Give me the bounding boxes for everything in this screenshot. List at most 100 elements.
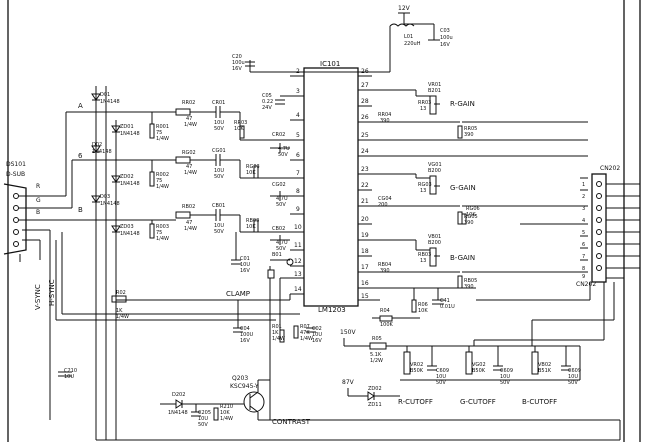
svg-text:R-GAIN: R-GAIN (450, 100, 475, 108)
svg-text:CB01: CB01 (212, 203, 225, 209)
svg-text:6: 6 (582, 242, 585, 248)
svg-text:ZD01: ZD01 (120, 124, 134, 130)
svg-text:C41: C41 (440, 298, 450, 304)
h-sync-label: H-SYNC (48, 279, 56, 306)
svg-text:10U: 10U (214, 223, 224, 229)
svg-text:19: 19 (361, 232, 369, 239)
svg-text:8: 8 (296, 188, 300, 195)
svg-text:CR02: CR02 (272, 132, 285, 138)
svg-text:50V: 50V (214, 126, 224, 132)
svg-text:D03: D03 (100, 194, 110, 200)
svg-text:ZD02: ZD02 (368, 386, 382, 392)
svg-text:D202: D202 (172, 392, 185, 398)
capacitor-c210: C210 10U (58, 368, 77, 380)
svg-text:VG02: VG02 (472, 362, 486, 368)
v-sync-label: V-SYNC (34, 284, 42, 310)
svg-text:RR03: RR03 (234, 120, 247, 126)
svg-text:1N4148: 1N4148 (120, 131, 140, 137)
svg-text:28: 28 (361, 98, 369, 105)
svg-text:100u: 100u (440, 35, 453, 41)
svg-text:12: 12 (294, 258, 302, 265)
svg-text:26: 26 (361, 68, 369, 75)
svg-text:RB03: RB03 (418, 252, 431, 258)
svg-text:RB02: RB02 (182, 204, 195, 210)
clamp-net: CLAMP R02 1K 1/4W (111, 290, 291, 320)
svg-text:C05: C05 (262, 93, 272, 99)
capacitor-c02: C02 10U 16V (306, 326, 322, 344)
svg-text:1/4W: 1/4W (184, 226, 197, 232)
svg-text:D01: D01 (100, 92, 110, 98)
svg-text:13: 13 (420, 106, 426, 112)
svg-text:50V: 50V (198, 422, 208, 428)
svg-text:16V: 16V (232, 66, 242, 72)
svg-text:1/4W: 1/4W (220, 416, 233, 422)
resistor-r210: R210 10K 1/4W (213, 404, 233, 422)
capacitor-c205: C205 10U 50V (191, 404, 211, 428)
svg-text:B: B (36, 209, 40, 216)
svg-text:1/4W: 1/4W (272, 336, 285, 342)
svg-text:C609: C609 (500, 368, 513, 374)
svg-text:CR01: CR01 (212, 100, 225, 106)
svg-text:50V: 50V (568, 380, 578, 386)
svg-text:3: 3 (296, 88, 300, 95)
svg-text:23: 23 (361, 166, 369, 173)
resistor-rr03: RR03 10K (234, 120, 247, 139)
svg-text:B01: B01 (272, 252, 282, 258)
svg-text:RG03: RG03 (418, 182, 432, 188)
svg-text:1/4W: 1/4W (156, 236, 169, 242)
svg-text:4.7U: 4.7U (276, 196, 288, 202)
capacitor-c41: C41 0.01U (432, 288, 455, 310)
svg-text:10K: 10K (466, 212, 476, 218)
svg-text:R: R (36, 183, 40, 190)
svg-text:R06: R06 (418, 302, 428, 308)
svg-text:1: 1 (582, 182, 585, 188)
svg-text:B51K: B51K (538, 368, 552, 374)
red-input-path: RR02 47 1/4W CR01 10U 50V (130, 100, 290, 141)
svg-text:50V: 50V (278, 152, 288, 158)
svg-text:10K: 10K (246, 170, 256, 176)
svg-text:9: 9 (582, 274, 585, 280)
svg-text:0.22: 0.22 (262, 99, 273, 105)
svg-text:RR05: RR05 (464, 126, 477, 132)
capacitor-cr02: CR02 4.7U 50V (270, 132, 290, 158)
svg-text:CG04: CG04 (378, 196, 392, 202)
svg-text:C609: C609 (568, 368, 581, 374)
svg-text:20: 20 (361, 216, 369, 223)
svg-text:A: A (78, 102, 83, 110)
resistor-r003: R003 75 1/4W (149, 220, 169, 242)
svg-text:13: 13 (420, 188, 426, 194)
svg-text:50V: 50V (276, 246, 286, 252)
svg-text:1/4W: 1/4W (156, 136, 169, 142)
svg-text:1N4148: 1N4148 (100, 99, 120, 105)
svg-text:G-CUTOFF: G-CUTOFF (460, 398, 496, 406)
green-input-path: RG02 47 1/4W CG01 10U 50V (130, 148, 290, 180)
svg-text:0.01U: 0.01U (440, 304, 455, 310)
svg-text:10U: 10U (240, 262, 250, 268)
svg-text:B50K: B50K (472, 368, 486, 374)
svg-text:150V: 150V (340, 329, 356, 336)
dsub-connector: DS101 D-SUB R G B (3, 161, 66, 420)
svg-text:R-CUTOFF: R-CUTOFF (398, 398, 433, 406)
svg-text:R210: R210 (220, 404, 233, 410)
svg-text:1N4148: 1N4148 (100, 201, 120, 207)
svg-text:75: 75 (156, 230, 162, 236)
svg-text:1/4W: 1/4W (300, 336, 313, 342)
svg-text:50V: 50V (276, 202, 286, 208)
svg-text:D-SUB: D-SUB (6, 171, 25, 178)
svg-text:R02: R02 (116, 290, 126, 296)
svg-text:16V: 16V (312, 338, 322, 344)
svg-text:4: 4 (582, 218, 585, 224)
svg-text:RB03: RB03 (246, 218, 259, 224)
svg-text:100u: 100u (232, 60, 245, 66)
svg-text:21: 21 (361, 198, 369, 205)
svg-text:ZD02: ZD02 (120, 174, 134, 180)
svg-text:13: 13 (420, 258, 426, 264)
svg-text:ZD11: ZD11 (368, 402, 382, 408)
svg-text:10U: 10U (64, 374, 74, 380)
diode-d03: D03 1N4148 (91, 194, 120, 207)
svg-text:75: 75 (156, 130, 162, 136)
resistor-r01: R01 1K 1/4W (272, 324, 285, 343)
svg-text:RG02: RG02 (182, 150, 196, 156)
svg-text:6: 6 (296, 152, 300, 159)
